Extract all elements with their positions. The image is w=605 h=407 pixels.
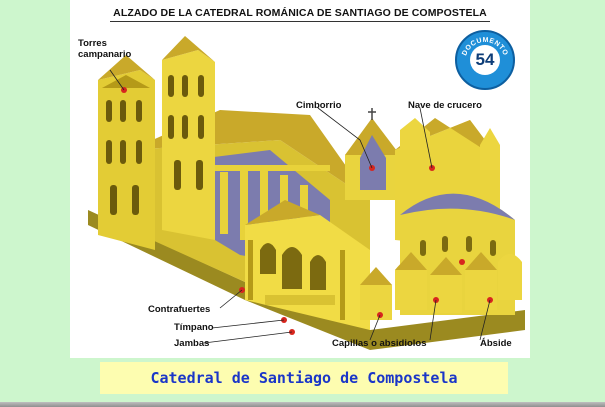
bottom-rule: [0, 402, 605, 407]
cimborrio-window: [360, 135, 386, 190]
label-timpano: Tímpano: [174, 322, 214, 333]
badge-number: 54: [470, 45, 500, 75]
apse-roof: [400, 193, 515, 220]
title-underline: [110, 21, 490, 22]
label-cimborrio: Cimborrio: [296, 100, 342, 111]
caption: Catedral de Santiago de Compostela: [100, 362, 508, 394]
label-abside: Ábside: [480, 338, 512, 349]
transept-turret-right: [480, 128, 500, 170]
label-torres-text: Torres campanario: [78, 38, 132, 60]
transept-roof: [395, 118, 500, 160]
diagram-title: ALZADO DE LA CATEDRAL ROMÁNICA DE SANTIA…: [70, 7, 530, 22]
cathedral-diagram: ALZADO DE LA CATEDRAL ROMÁNICA DE SANTIA…: [70, 0, 530, 358]
label-capillas: Capillas o absidiolos: [332, 338, 427, 349]
interior-gallery: [190, 165, 330, 171]
label-nave-crucero: Nave de crucero: [408, 100, 482, 111]
diagram-title-text: ALZADO DE LA CATEDRAL ROMÁNICA DE SANTIA…: [113, 7, 487, 19]
label-contrafuertes: Contrafuertes: [148, 304, 211, 315]
facade-arches: [260, 243, 335, 305]
left-tower-windows: [106, 100, 142, 215]
radial-chapels: [360, 252, 522, 320]
apse-windows: [420, 236, 496, 256]
base-platform: [88, 210, 525, 350]
transept-turret-left: [400, 118, 430, 150]
document-badge: DOCUMENTO 54: [455, 30, 515, 90]
label-torres: Torres campanario: [78, 38, 131, 60]
buttresses: [248, 240, 345, 320]
left-tower-top: [102, 75, 150, 88]
label-jambas: Jambas: [174, 338, 210, 349]
facade-gable: [245, 200, 320, 225]
leader-lines: [109, 69, 491, 344]
cathedral-illustration: [88, 36, 525, 350]
right-tower-roof: [162, 36, 215, 62]
right-tower: [162, 50, 215, 240]
right-tower-windows: [168, 75, 204, 190]
